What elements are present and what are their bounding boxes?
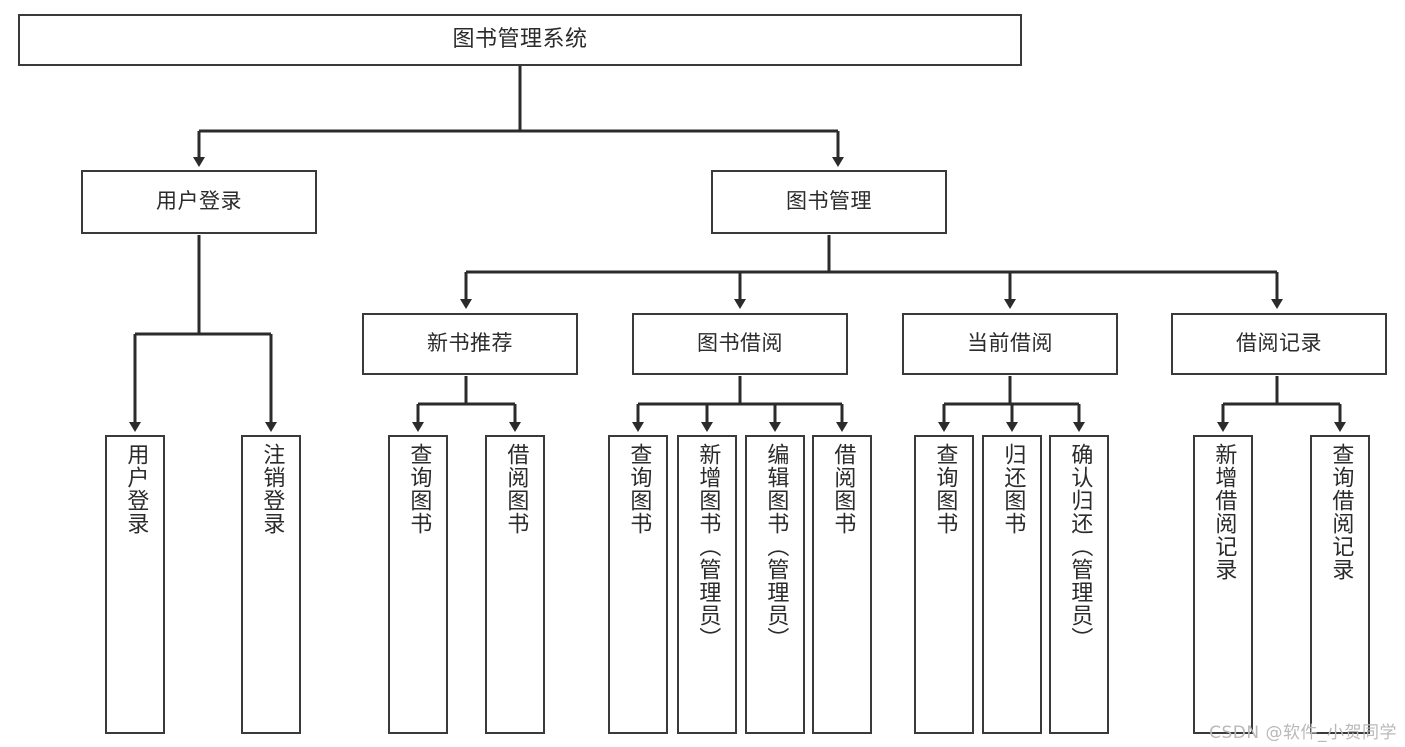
node-label: 归还图书 [1000,443,1026,535]
node-label: 查询图书 [626,443,652,535]
leaf-current-confirm-return-admin[interactable]: 确认归还（管理员） [1049,435,1109,734]
node-label: 查询借阅记录 [1328,443,1354,581]
leaf-borrow-edit-book-admin[interactable]: 编辑图书（管理员） [745,435,805,734]
node-label: 编辑图书（管理员） [763,443,789,650]
node-label: 图书管理 [786,189,872,214]
node-label: 新增借阅记录 [1211,443,1237,581]
node-label: 查询图书 [406,443,432,535]
node-book-borrow[interactable]: 图书借阅 [632,313,848,375]
leaf-current-return-book[interactable]: 归还图书 [982,435,1042,734]
node-label: 查询图书 [932,443,958,535]
leaf-user-login-login[interactable]: 用户登录 [105,435,165,734]
leaf-current-query-book[interactable]: 查询图书 [914,435,974,734]
node-borrow-record[interactable]: 借阅记录 [1171,313,1387,375]
node-root-system[interactable]: 图书管理系统 [18,14,1022,66]
node-new-book-recommend[interactable]: 新书推荐 [362,313,578,375]
node-label: 用户登录 [156,189,242,214]
node-label: 确认归还（管理员） [1067,443,1093,650]
node-label: 图书借阅 [697,331,783,356]
leaf-borrow-add-book-admin[interactable]: 新增图书（管理员） [677,435,737,734]
node-label: 借阅图书 [830,443,856,535]
node-label: 用户登录 [123,443,149,535]
node-label: 注销登录 [259,443,285,535]
leaf-user-login-logout[interactable]: 注销登录 [241,435,301,734]
node-user-login[interactable]: 用户登录 [81,170,317,234]
node-label: 当前借阅 [967,331,1053,356]
node-current-borrow[interactable]: 当前借阅 [902,313,1118,375]
node-book-management[interactable]: 图书管理 [711,170,947,234]
node-label: 借阅记录 [1236,331,1322,356]
leaf-recommend-query-book[interactable]: 查询图书 [388,435,448,734]
node-label: 图书管理系统 [452,26,588,52]
leaf-record-add-record[interactable]: 新增借阅记录 [1193,435,1253,734]
leaf-borrow-borrow-book[interactable]: 借阅图书 [812,435,872,734]
watermark-text: CSDN @软件_小贺同学 [1209,723,1397,743]
node-label: 新增图书（管理员） [695,443,721,650]
leaf-borrow-query-book[interactable]: 查询图书 [608,435,668,734]
leaf-record-query-record[interactable]: 查询借阅记录 [1310,435,1370,734]
node-label: 新书推荐 [427,331,513,356]
leaf-recommend-borrow-book[interactable]: 借阅图书 [485,435,545,734]
node-label: 借阅图书 [503,443,529,535]
